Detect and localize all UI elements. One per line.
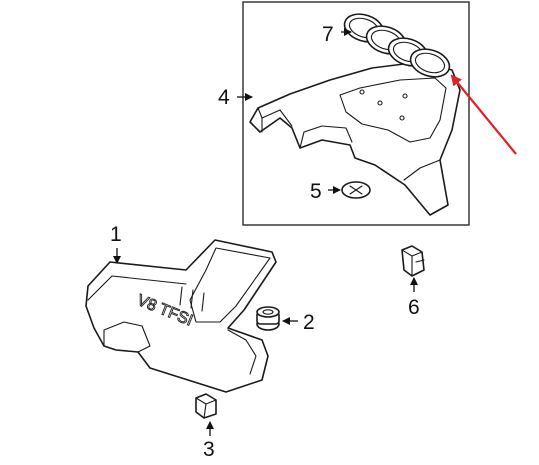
callout-3: 3 (203, 438, 215, 461)
grommet (256, 306, 280, 331)
lower-engine-cover: V8 TFSI (85, 239, 277, 393)
callout-7: 7 (322, 23, 334, 46)
clip-3 (195, 393, 217, 419)
callout-2: 2 (303, 311, 315, 334)
highlight-arrow (450, 74, 517, 155)
callout-1: 1 (110, 223, 122, 246)
callout-5: 5 (310, 180, 322, 203)
detail-inset-frame (242, 1, 470, 226)
bracket-6 (401, 245, 425, 277)
emblem-badge (341, 181, 371, 199)
rings-emblem (343, 13, 451, 78)
upper-engine-cover (249, 61, 461, 216)
callout-6: 6 (408, 296, 420, 319)
callout-4: 4 (218, 86, 230, 109)
